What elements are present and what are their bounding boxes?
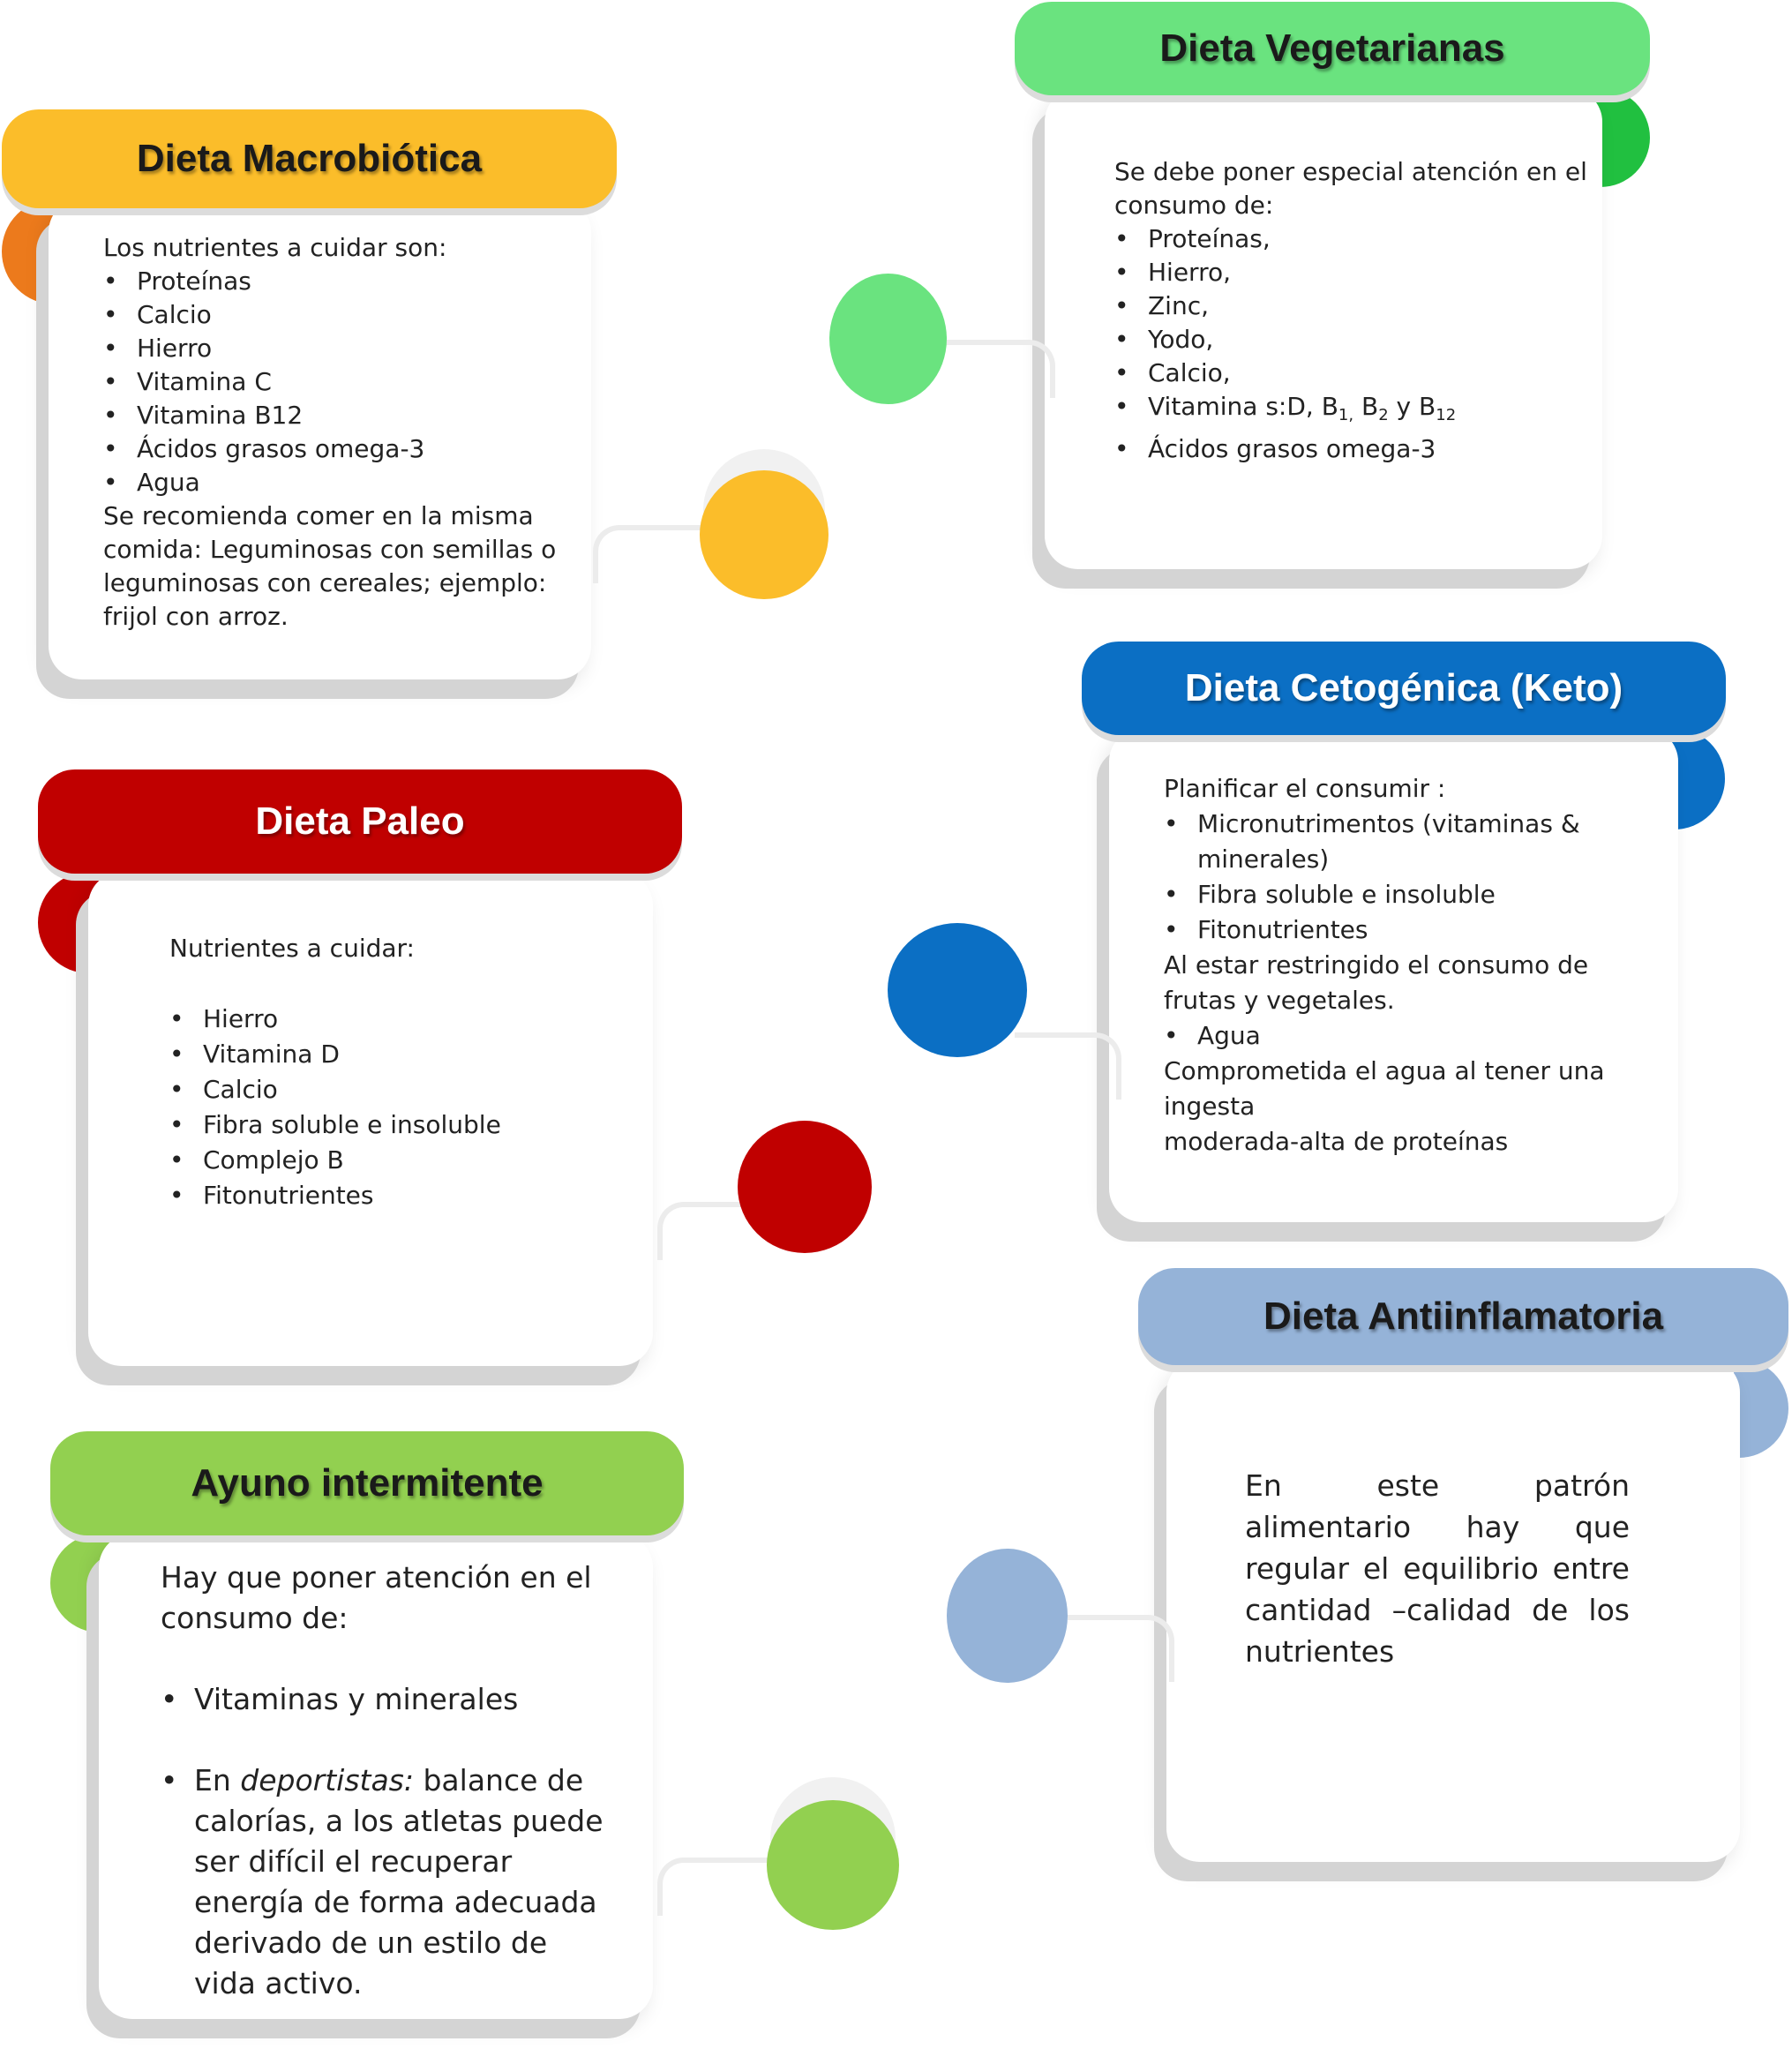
list-item: Calcio,	[1114, 357, 1591, 390]
list-item: Calcio	[103, 298, 562, 332]
list-item: Yodo,	[1114, 323, 1591, 357]
subscript: 12	[1436, 406, 1457, 424]
list-item: Calcio	[169, 1072, 628, 1107]
list-item: Proteínas	[103, 265, 562, 298]
list-item: Complejo B	[169, 1143, 628, 1178]
card-title: Ayuno intermitente	[50, 1431, 684, 1535]
connector	[593, 525, 704, 583]
marker-dot	[767, 1800, 899, 1930]
card-content: Nutrientes a cuidar: Hierro Vitamina D C…	[169, 931, 628, 1213]
intro-text: Los nutrientes a cuidar son:	[103, 233, 447, 262]
connector	[1068, 1615, 1174, 1682]
connector	[657, 1858, 777, 1916]
vit-text: B	[1353, 392, 1379, 421]
list-item-deportistas: En deportistas: balance de calorías, a l…	[161, 1760, 611, 2004]
note-text: moderada-alta de proteínas	[1164, 1127, 1509, 1156]
intro-text: Nutrientes a cuidar:	[169, 934, 415, 963]
list-item: Fitonutrientes	[1164, 912, 1658, 948]
list-item: Fibra soluble e insoluble	[169, 1107, 628, 1143]
list-item: Hierro	[169, 1002, 628, 1037]
card-content: Hay que poner atención en el consumo de:…	[161, 1557, 611, 2004]
list-item: Vitaminas y minerales	[161, 1679, 611, 1720]
item-text: En	[194, 1763, 241, 1798]
item-text: balance de calorías, a los atletas puede…	[194, 1763, 604, 2000]
list-item-vitaminas: Vitamina s:D, B1, B2 y B12	[1114, 390, 1591, 432]
intro-text: Se debe poner especial atención en el co…	[1114, 157, 1587, 220]
list-item: Micronutrimentos (vitaminas & minerales)	[1164, 807, 1658, 877]
card-body	[1166, 1359, 1740, 1862]
list-item: Ácidos grasos omega-3	[103, 432, 562, 466]
card-title: Dieta Paleo	[38, 769, 682, 874]
card-title: Dieta Cetogénica (Keto)	[1082, 642, 1726, 735]
description-text: En este patrón alimentario hay que regul…	[1245, 1468, 1630, 1669]
list-item: Zinc,	[1114, 289, 1591, 323]
list-item: Fibra soluble e insoluble	[1164, 877, 1658, 912]
card-title: Dieta Vegetarianas	[1015, 2, 1650, 95]
nutrient-list: Hierro Vitamina D Calcio Fibra soluble e…	[169, 1002, 628, 1213]
vit-text: Vitamina s:D, B	[1148, 392, 1338, 421]
list-item: Ácidos grasos omega-3	[1114, 432, 1591, 466]
list-item: Fitonutrientes	[169, 1178, 628, 1213]
note-text: Comprometida el agua al tener una ingest…	[1164, 1056, 1605, 1121]
list-item: Vitamina B12	[103, 399, 562, 432]
list-item: Agua	[1164, 1018, 1658, 1054]
card-title: Dieta Macrobiótica	[2, 109, 617, 208]
list-item: Vitamina D	[169, 1037, 628, 1072]
list-item: Vitamina C	[103, 365, 562, 399]
subscript: 1,	[1338, 406, 1354, 424]
card-content: Planificar el consumir : Micronutrimento…	[1164, 771, 1658, 1160]
note-text: Al estar restringido el consumo de fruta…	[1164, 950, 1589, 1015]
list-item: Proteínas,	[1114, 222, 1591, 256]
intro-text: Planificar el consumir :	[1164, 774, 1446, 803]
card-content: En este patrón alimentario hay que regul…	[1245, 1465, 1630, 1672]
connector	[1015, 1032, 1121, 1100]
marker-dot	[738, 1121, 872, 1253]
connector	[657, 1202, 751, 1260]
list-item: Hierro,	[1114, 256, 1591, 289]
marker-dot	[700, 470, 829, 599]
intro-text: Hay que poner atención en el consumo de:	[161, 1560, 592, 1635]
item-emphasis: deportistas:	[240, 1763, 414, 1798]
vit-text: y B	[1388, 392, 1436, 421]
marker-dot	[888, 923, 1027, 1057]
nutrient-list: Proteínas Calcio Hierro Vitamina C Vitam…	[103, 265, 562, 499]
nutrient-list: Agua	[1164, 1018, 1658, 1054]
nutrient-list: Micronutrimentos (vitaminas & minerales)…	[1164, 807, 1658, 948]
recommendation-text: Se recomienda comer en la misma comida: …	[103, 501, 557, 631]
connector	[944, 340, 1055, 398]
card-content: Se debe poner especial atención en el co…	[1114, 155, 1591, 466]
card-content: Los nutrientes a cuidar son: Proteínas C…	[103, 231, 562, 634]
nutrient-list: Proteínas, Hierro, Zinc, Yodo, Calcio, V…	[1114, 222, 1591, 466]
list-item: Hierro	[103, 332, 562, 365]
nutrient-list: Vitaminas y minerales En deportistas: ba…	[161, 1679, 611, 2004]
fold-tab	[1734, 1359, 1788, 1458]
subscript: 2	[1378, 406, 1389, 424]
marker-dot	[829, 274, 947, 404]
card-title: Dieta Antiinflamatoria	[1138, 1268, 1788, 1365]
marker-dot	[947, 1549, 1068, 1683]
list-item: Agua	[103, 466, 562, 499]
